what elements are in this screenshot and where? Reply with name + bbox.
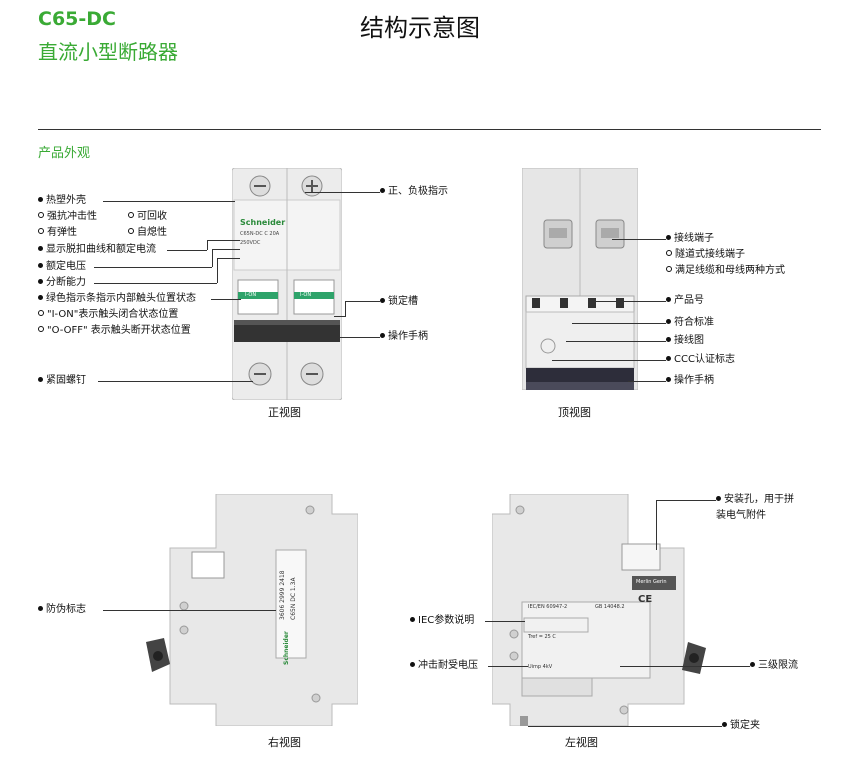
leader-product-no — [596, 301, 666, 302]
leader-curve-v — [207, 240, 208, 250]
label-tunnel: 隧道式接线端子 — [666, 248, 745, 262]
ce-mark: CE — [638, 594, 653, 605]
leader-screw — [98, 381, 253, 382]
left-view-image — [492, 494, 706, 726]
front-device-voltage: 250VDC — [240, 240, 261, 246]
leader-anti-counterfeit — [103, 610, 276, 611]
label-impulse: 冲击耐受电压 — [410, 659, 478, 673]
leader-voltage-h — [212, 249, 240, 250]
leader-lock-slot-h — [334, 316, 346, 317]
leader-curve-h — [207, 240, 240, 241]
leader-lock-slot-v — [345, 301, 346, 316]
leader-indicator — [211, 299, 241, 300]
label-curve-current: 显示脱扣曲线和额定电流 — [38, 243, 156, 257]
front-device-brand: Schneider — [240, 218, 286, 227]
label-polarity: 正、负极指示 — [380, 185, 448, 199]
top-view-image — [522, 168, 638, 390]
model-name: C65-DC — [38, 8, 116, 30]
page-title: 结构示意图 — [360, 14, 480, 42]
left-plate-standard: IEC/EN 60947-2 — [528, 604, 568, 610]
left-view-caption: 左视图 — [565, 736, 598, 749]
header-divider — [38, 129, 821, 130]
leader-mount-hole — [656, 500, 657, 550]
leader-top-handle — [628, 381, 666, 382]
label-casing: 热塑外壳 — [38, 194, 86, 208]
label-standard: 符合标准 — [666, 316, 714, 330]
front-view-caption: 正视图 — [268, 406, 301, 419]
section-title: 产品外观 — [38, 146, 91, 161]
leader-iec — [485, 621, 525, 622]
label-self-extinguish: 自熄性 — [128, 226, 167, 240]
leader-lock-slot — [345, 301, 380, 302]
leader-voltage — [94, 267, 212, 268]
leader-breaking — [94, 283, 217, 284]
leader-casing — [103, 201, 235, 202]
right-view-caption: 右视图 — [268, 736, 301, 749]
label-voltage: 额定电压 — [38, 260, 86, 274]
leader-mount-hole-h — [656, 500, 716, 501]
label-terminal: 接线端子 — [666, 232, 714, 246]
leader-impulse — [488, 666, 528, 667]
leader-clip — [528, 726, 722, 727]
leader-breaking-h — [217, 258, 240, 259]
leader-handle — [330, 337, 380, 338]
label-ooff: "O-OFF" 表示触头断开状态位置 — [38, 324, 191, 338]
right-sticker-code: 3606 2999 2418 — [279, 570, 286, 620]
label-top-handle: 操作手柄 — [666, 374, 714, 388]
label-current-limit: 三级限流 — [750, 659, 798, 673]
label-elastic: 有弹性 — [38, 226, 77, 240]
leader-ccc — [552, 360, 666, 361]
label-cable-busbar: 满足线缆和母线两种方式 — [666, 264, 785, 278]
label-lock-slot: 锁定槽 — [380, 295, 418, 309]
label-indicator: 绿色指示条指示内部触头位置状态 — [38, 292, 196, 306]
top-view-caption: 顶视图 — [558, 406, 591, 419]
label-impact: 强抗冲击性 — [38, 210, 97, 224]
right-sticker-model: C65N DC 1.3A — [290, 577, 297, 620]
leader-voltage-v — [212, 249, 213, 267]
left-plate-uimp: Uimp 4kV — [528, 664, 553, 670]
leader-terminal — [612, 239, 666, 240]
label-mount-hole: 安装孔，用于拼 — [716, 493, 794, 507]
right-sticker-brand: Schneider — [283, 631, 290, 665]
leader-standard — [572, 323, 666, 324]
label-product-no: 产品号 — [666, 294, 704, 308]
front-device-rating: C65N-DC C 20A — [240, 231, 280, 237]
front-view-image — [232, 168, 342, 400]
leader-limit — [620, 666, 750, 667]
label-handle: 操作手柄 — [380, 330, 428, 344]
label-ion: "I-ON"表示触头闭合状态位置 — [38, 308, 178, 322]
left-plate-brand: Merlin Gerin — [636, 579, 667, 585]
leader-wiring — [566, 341, 666, 342]
label-wiring: 接线图 — [666, 334, 704, 348]
left-plate-tref: Tref = 25 C — [528, 634, 556, 640]
label-mount-hole-cont: 装电气附件 — [716, 510, 766, 521]
label-breaking: 分断能力 — [38, 276, 86, 290]
leader-polarity — [305, 192, 380, 193]
label-iec: IEC参数说明 — [410, 614, 474, 628]
leader-curve — [167, 250, 207, 251]
front-indicator-left: I-ON — [245, 292, 257, 298]
label-recyclable: 可回收 — [128, 210, 167, 224]
front-indicator-right: I-ON — [300, 292, 312, 298]
label-anti-counterfeit: 防伪标志 — [38, 603, 86, 617]
label-lock-clip: 锁定夹 — [722, 719, 760, 733]
leader-breaking-v — [217, 258, 218, 283]
model-subtitle: 直流小型断路器 — [38, 40, 178, 64]
left-plate-gb: GB 14048.2 — [595, 604, 625, 610]
label-screw: 紧固螺钉 — [38, 374, 86, 388]
label-ccc: CCC认证标志 — [666, 353, 735, 367]
